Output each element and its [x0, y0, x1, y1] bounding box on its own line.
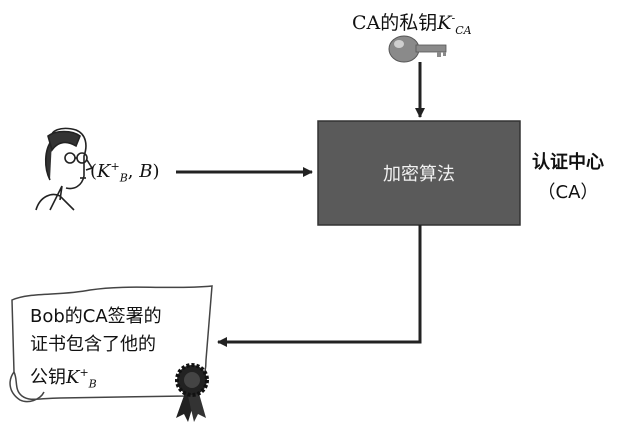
seal-icon — [175, 363, 209, 422]
input-key-var: K — [97, 161, 111, 182]
ca-title: 认证中心 — [532, 152, 604, 173]
key-label-text: CA的私钥 — [352, 12, 438, 34]
ca-subtitle: （CA） — [537, 182, 599, 203]
encryption-algorithm-label: 加密算法 — [383, 164, 455, 185]
certificate-line-2: 证书包含了他的 — [30, 334, 156, 355]
encryption-algorithm-box — [317, 120, 521, 226]
input-b-var: B — [139, 161, 153, 182]
certificate-text: Bob的CA签署的 证书包含了他的 公钥K+B — [30, 303, 200, 399]
certificate-line-3: 公钥K+B — [30, 359, 200, 399]
input-close-paren: ) — [152, 161, 160, 182]
input-separator: , — [127, 161, 140, 182]
certificate-key-sup: + — [79, 366, 89, 379]
key-label-var: K — [437, 12, 452, 34]
input-key-sub: B — [119, 171, 128, 185]
key-label-sup: - — [451, 11, 456, 25]
key-icon — [388, 35, 447, 63]
input-label: (K+B, B) — [90, 160, 160, 185]
certificate-line-3-prefix: 公钥 — [30, 367, 66, 388]
input-open-paren: ( — [90, 161, 98, 182]
arrow-box-to-certificate — [217, 225, 422, 347]
certificate-key-var: K — [66, 367, 80, 388]
certificate-key-sub: B — [88, 377, 97, 391]
key-label-sub: CA — [455, 23, 472, 37]
ca-private-key-label: CA的私钥K-CA — [352, 8, 472, 37]
person-icon — [35, 127, 94, 211]
certificate-line-1: Bob的CA签署的 — [30, 306, 162, 327]
input-key-sup: + — [110, 160, 120, 173]
